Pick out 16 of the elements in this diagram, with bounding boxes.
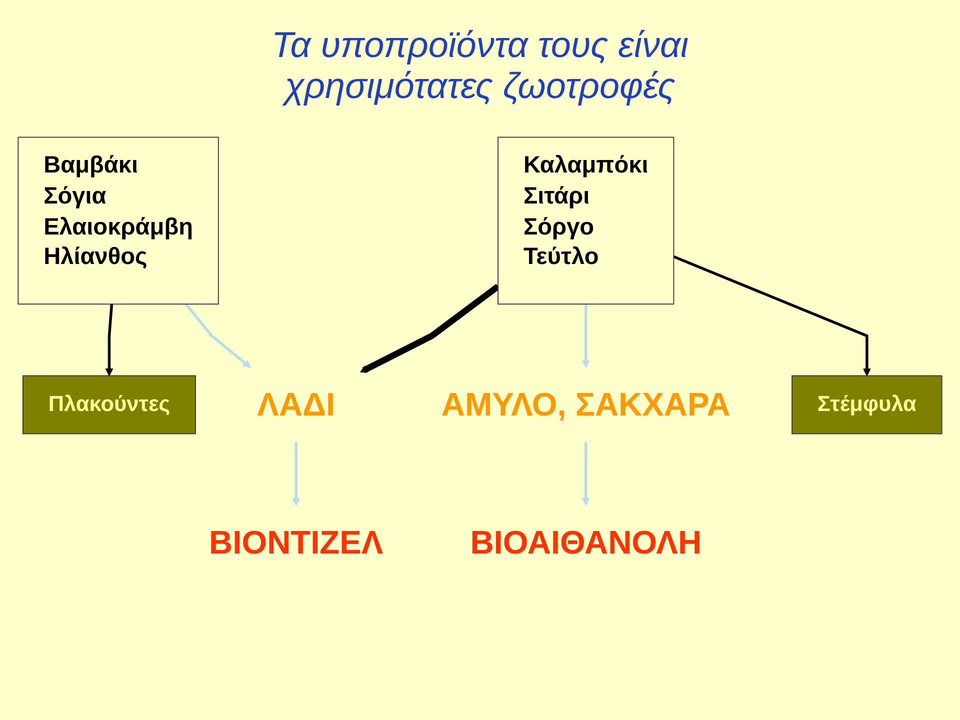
node-box: Πλακούντες (22, 375, 196, 434)
node-text: ΒΙΟΑΙΘΑΝΟΛΗ (470, 524, 702, 561)
arrow (360, 284, 500, 374)
node-text: ΛΑΔΙ (257, 386, 336, 423)
arrow (292, 442, 300, 506)
node-box: Στέμφυλα (792, 375, 942, 434)
arrow (673, 255, 871, 376)
node-text: ΒΙΟΝΤΙΖΕΛ (209, 524, 384, 561)
node-box: Βαμβάκι Σόγια Ελαιοκράμβη Ηλίανθος (18, 136, 219, 305)
title: Τα υποπροϊόντα τους είναι χρησιμότατες ζωοτροφές (270, 24, 690, 106)
arrow (582, 304, 590, 368)
arrow (184, 303, 251, 368)
node-box: Καλαμπόκι Σιτάρι Σόργο Τεύτλο (498, 136, 674, 305)
node-text: ΑΜΥΛΟ, ΣΑΚΧΑΡΑ (441, 386, 730, 423)
arrow (105, 304, 114, 376)
arrow (582, 442, 590, 506)
